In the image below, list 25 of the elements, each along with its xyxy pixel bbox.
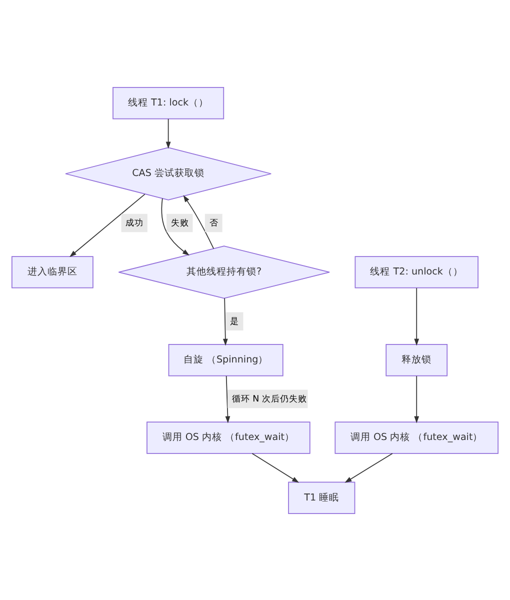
node-box: T1 睡眠 bbox=[288, 481, 356, 514]
node-box: 调用 OS 内核 （futex_wait） bbox=[146, 421, 310, 454]
node-box: 线程 T2: unlock（） bbox=[354, 256, 478, 288]
node-diamond: 其他线程持有锁? bbox=[118, 245, 330, 298]
arrow bbox=[161, 198, 190, 256]
node-box: 进入临界区 bbox=[12, 256, 94, 288]
arrow bbox=[70, 193, 146, 257]
arrow bbox=[183, 194, 214, 248]
edge-label: 否 bbox=[209, 218, 218, 228]
arrow bbox=[222, 297, 228, 346]
arrow bbox=[252, 452, 300, 482]
arrow bbox=[414, 287, 420, 346]
arrow bbox=[166, 118, 171, 148]
arrow bbox=[225, 375, 230, 423]
edge-label: 循环 N 次后仍失败 bbox=[232, 394, 307, 404]
node-box: 释放锁 bbox=[386, 344, 448, 376]
arrow bbox=[414, 375, 420, 423]
node-box: 线程 T1: lock（） bbox=[112, 86, 224, 119]
edge-label: 失败 bbox=[170, 218, 189, 228]
edge-label: 是 bbox=[230, 316, 240, 327]
edge-label: 成功 bbox=[126, 218, 144, 228]
node-box: 调用 OS 内核 （futex_wait） bbox=[334, 421, 498, 454]
arrow bbox=[344, 452, 393, 482]
node-box: 自旋 （Spinning） bbox=[168, 344, 284, 376]
node-diamond: CAS 尝试获取锁 bbox=[65, 146, 272, 200]
